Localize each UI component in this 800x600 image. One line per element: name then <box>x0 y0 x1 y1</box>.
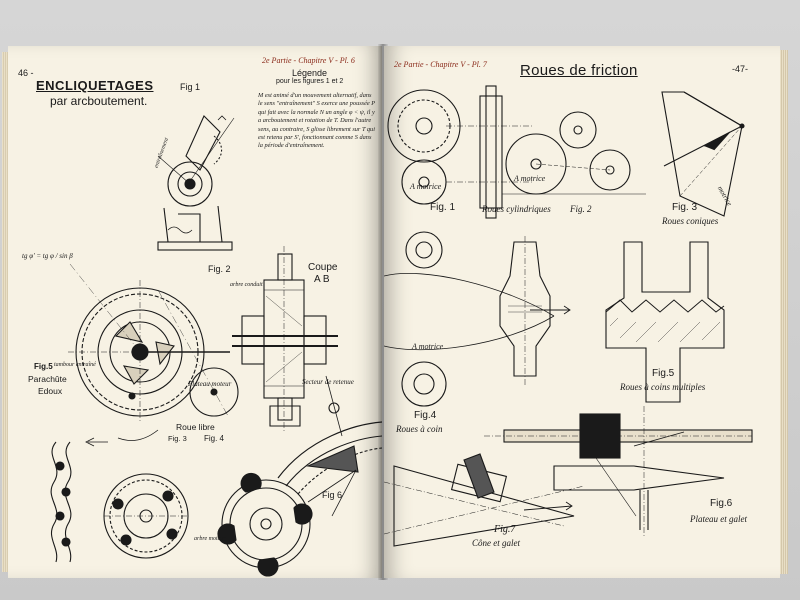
fig2-right-label: Fig. 2 <box>570 204 592 214</box>
fig1-cylindrical-wheels-drawing <box>387 85 534 219</box>
cone-et-galet-caption: Cône et galet <box>472 538 520 548</box>
fig7-cone-and-roller-drawing <box>384 453 585 547</box>
fig6-arc-drawing <box>277 421 382 517</box>
roues-a-coins-multiples-caption: Roues à coins multiples <box>620 382 706 392</box>
fig6-label: Fig 6 <box>322 490 343 500</box>
fig5-parachute-drawing <box>50 441 72 563</box>
left-page-title-line2: par arcboutement. <box>50 94 148 108</box>
coupe-label: Coupe <box>308 262 338 273</box>
right-page-header: 2e Partie - Chapitre V - Pl. 7 <box>394 60 487 69</box>
fig5-right-label: Fig.5 <box>652 368 675 379</box>
arbre-moteur-label: arbre moteur <box>194 536 226 542</box>
roues-a-coin-caption: Roues à coin <box>396 424 443 434</box>
fig1-ratchet-drawing <box>157 115 235 251</box>
right-page: 2e Partie - Chapitre V - Pl. 7 Roues de … <box>384 46 780 578</box>
fig5-label: Fig.5 <box>34 362 53 371</box>
fig1-right-label: Fig. 1 <box>430 202 456 213</box>
fig4-wedge-wheels-drawing <box>384 231 571 407</box>
fig4-right-label: Fig.4 <box>414 410 437 421</box>
edoux-label: Edoux <box>38 386 63 396</box>
page-stack-edge-right <box>778 50 788 574</box>
right-page-title: Roues de friction <box>520 62 638 79</box>
legend-title: Légende <box>292 68 328 78</box>
fig2-label: Fig. 2 <box>208 264 231 274</box>
left-page-drawings <box>50 115 382 577</box>
fig3-free-wheel-drawing <box>103 473 189 559</box>
fig3-conical-wheels-drawing <box>661 91 745 217</box>
tangent-formula: tg φ' = tg φ / sin β <box>22 252 73 260</box>
right-page-drawings <box>384 85 753 547</box>
fig2-ratchet-wheel-drawing <box>68 280 239 447</box>
coupe-ab-section-drawing <box>232 246 343 437</box>
fig2-cylindrical-wheels-drawing <box>502 111 646 195</box>
fig6-right-label: Fig.6 <box>710 498 733 509</box>
fig5-multiple-wedges-drawing <box>605 241 725 403</box>
a-motrice-label-fig1: A motrice <box>410 182 442 191</box>
coupe-ab-label: A B <box>314 274 330 285</box>
left-page: 46 - ENCLIQUETAGES par arcboutement. 2e … <box>8 46 382 578</box>
secteur-retenue-label: Secteur de retenue <box>302 378 354 386</box>
fig7-right-label: Fig.7 <box>494 524 516 535</box>
fig4-free-wheel-drawing <box>217 472 313 577</box>
legend-body-text: M est animé d'un mouvement alternatif, d… <box>258 92 376 150</box>
legend-subtitle: pour les figures 1 et 2 <box>276 78 344 85</box>
roues-cylindriques-caption: Roues cylindriques <box>482 204 551 214</box>
right-page-number: -47- <box>732 64 749 74</box>
left-page-header: 2e Partie - Chapitre V - Pl. 6 <box>262 56 355 65</box>
left-page-number: 46 - <box>18 68 34 78</box>
a-motrice-label-fig4: A motrice <box>412 342 444 351</box>
parachute-label: Parachûte <box>28 374 67 384</box>
fig3-label: Fig. 3 <box>168 434 187 443</box>
plateau-et-galet-caption: Plateau et galet <box>690 514 747 524</box>
fig1-label: Fig 1 <box>180 82 201 92</box>
fig3-right-label: Fig. 3 <box>672 202 698 213</box>
left-page-title-line1: ENCLIQUETAGES <box>36 78 154 93</box>
a-motrice-label-fig2: A motrice <box>514 174 546 183</box>
roue-libre-label: Roue libre <box>176 422 215 432</box>
fig4-label: Fig. 4 <box>204 434 225 443</box>
page-stack-edge-left <box>2 52 10 572</box>
plateau-moteur-label: Plateau moteur <box>188 380 232 388</box>
book-gutter <box>378 44 388 580</box>
arbre-conduit-label: arbre conduit <box>230 282 263 288</box>
fig6-plate-and-roller-drawing <box>484 406 753 536</box>
roues-coniques-caption: Roues coniques <box>662 216 719 226</box>
tambour-entraine-label: tambour entraîné <box>54 362 96 368</box>
